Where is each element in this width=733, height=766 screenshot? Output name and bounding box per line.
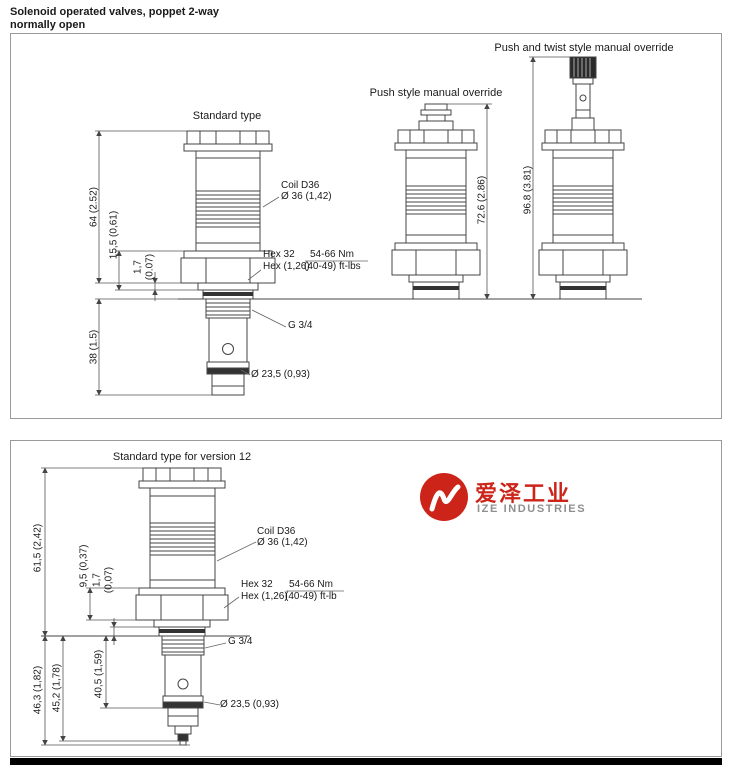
callout-diameter: Ø 23,5 (0,93) xyxy=(251,369,310,380)
callout-coil-line2: Ø 36 (1,42) xyxy=(281,191,332,202)
figure-label-version12: Standard type for version 12 xyxy=(112,451,252,463)
callout-coil-line1: Coil D36 xyxy=(281,180,320,191)
dim-64-label: 64 (2.52) xyxy=(88,186,100,228)
dim-968-label: 96.8 (3.81) xyxy=(522,165,534,215)
dim-17-inch-label: (0.07) xyxy=(144,253,156,281)
figure-label-push: Push style manual override xyxy=(369,87,503,99)
callout-torque-line2-b: (40-49) ft-lb xyxy=(285,591,337,602)
valve-version12-drawing xyxy=(135,467,229,746)
callout-hex-line1-b: Hex 32 xyxy=(241,579,273,590)
callout-thread-b: G 3/4 xyxy=(228,636,253,647)
dim-405-label: 40,5 (1,59) xyxy=(93,649,105,699)
dim-463-label: 46,3 (1,82) xyxy=(32,665,44,715)
callout-hex-line1: Hex 32 xyxy=(263,249,295,260)
callout-hex-line2: Hex (1,26) xyxy=(263,261,310,272)
dim-615-label: 61,5 (2,42) xyxy=(32,523,44,573)
page-title-line2: normally open xyxy=(10,19,86,31)
logo-english-text: IZE INDUSTRIES xyxy=(477,503,587,515)
callout-torque-line1: 54-66 Nm xyxy=(310,249,354,260)
valve-push-twist-drawing xyxy=(538,56,628,300)
figure-label-standard: Standard type xyxy=(192,110,262,122)
valve-push-drawing xyxy=(391,103,481,300)
callout-thread: G 3/4 xyxy=(288,320,313,331)
callout-torque-line1-b: 54-66 Nm xyxy=(289,579,333,590)
dimension-lines-bottom xyxy=(41,467,344,746)
dim-17-inch-label-b: (0,07) xyxy=(103,566,115,594)
dim-726-label: 72.6 (2.86) xyxy=(476,175,488,225)
top-drawing-panel xyxy=(10,33,722,419)
dim-17-label-b: 1,7 xyxy=(91,573,103,587)
valve-standard-drawing xyxy=(180,130,276,396)
callout-coil-line1-b: Coil D36 xyxy=(257,526,296,537)
dim-155-label: 15,5 (0,61) xyxy=(108,210,120,260)
page-title: Solenoid operated valves, poppet 2-way n… xyxy=(10,6,219,32)
logo-chinese-text: 爱泽工业 xyxy=(475,481,572,506)
bottom-black-bar xyxy=(10,758,722,765)
callout-coil-line2-b: Ø 36 (1,42) xyxy=(257,537,308,548)
dim-17-label: 1,7 xyxy=(132,260,144,274)
dim-38-label: 38 (1.5) xyxy=(88,329,100,365)
figure-label-push-twist: Push and twist style manual override xyxy=(494,42,674,54)
callout-hex-line2-b: Hex (1,26) xyxy=(241,591,288,602)
dimension-lines-top xyxy=(95,56,570,396)
callout-torque-line2: (40-49) ft-lbs xyxy=(304,261,361,272)
dim-95-label: 9,5 (0,37) xyxy=(78,544,90,588)
bottom-drawing-panel xyxy=(10,440,722,757)
dim-452-label: 45,2 (1,78) xyxy=(51,663,63,713)
ize-logo-mark xyxy=(420,473,468,521)
callout-diameter-b: Ø 23,5 (0,93) xyxy=(220,699,279,710)
page-title-line1: Solenoid operated valves, poppet 2-way xyxy=(10,6,220,18)
